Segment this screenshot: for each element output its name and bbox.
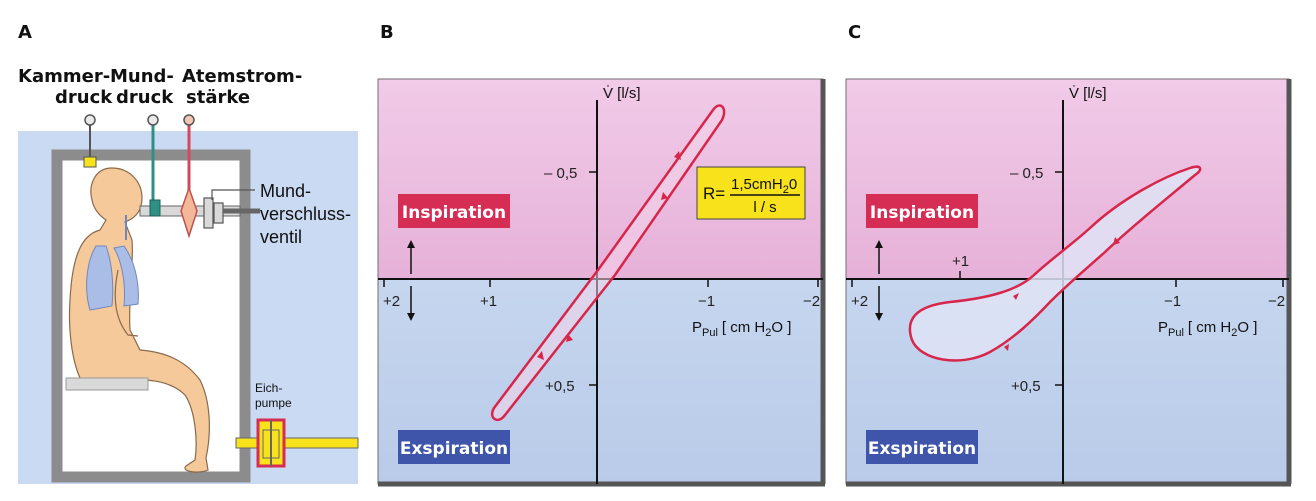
- panel-c-inspiration-arrowhead: [875, 240, 883, 248]
- panel-c-exspiration-label: Exspiration: [868, 439, 976, 459]
- kammerdruck-sensor-knob: [84, 114, 96, 126]
- pump-label-line2: pumpe: [255, 396, 292, 410]
- valve-label-line1: Mund-: [260, 181, 311, 201]
- munddruck-port: [149, 199, 161, 217]
- atemstrom-sensor-knob: [183, 114, 195, 126]
- panel-b-inspiration-arrowhead: [407, 240, 415, 248]
- panel-c-loop-arrow-3: [1004, 344, 1009, 351]
- panel-b-inspiration-label: Inspiration: [402, 203, 506, 223]
- valve-label-leader: [211, 189, 255, 200]
- panel-c-exspiration-badge: [866, 430, 978, 464]
- panel-b: B +2 +1 −1 −2 – 0,5 +0,5 V̇ [l/s] PPul[ …: [377, 22, 826, 487]
- panel-b-letter: B: [380, 22, 394, 43]
- panel-c-loop-arrow-1: [1113, 237, 1120, 245]
- panel-c-y-tick-label-pos: +0,5: [1011, 378, 1041, 395]
- panel-c-inspiration-badge: [866, 194, 978, 228]
- panel-c-letter: C: [848, 22, 861, 43]
- label-kammerdruck-line2: druck: [55, 87, 113, 108]
- panel-b-exspiration-badge: [398, 430, 510, 464]
- panel-b-exspiration-label: Exspiration: [400, 439, 508, 459]
- pump-label-line1: Eich-: [255, 381, 282, 395]
- panel-b-loop-arrow-2: [661, 192, 668, 200]
- panel-b-loop-arrow-3: [537, 351, 544, 360]
- panel-b-loop-arrow-4: [566, 334, 573, 342]
- munddruck-sensor-knob: [147, 114, 159, 126]
- panel-b-x-tick-label-m1: −1: [698, 293, 715, 310]
- panel-c-loop-arrow-2: [1013, 293, 1019, 300]
- panel-c-x-tick-label-p2: +2: [851, 293, 868, 310]
- svg-text:R=: R=: [703, 184, 725, 203]
- panel-b-inspiration-badge: [398, 194, 510, 228]
- label-munddruck-line1: Mund-: [110, 66, 174, 87]
- panel-b-x-tick-label-p1: +1: [480, 293, 497, 310]
- panel-b-exspiration-arrowhead: [407, 313, 415, 321]
- panel-c-y-axis-label: V̇ [l/s]: [1069, 85, 1107, 102]
- mouth-shutter-valve-body: [213, 202, 224, 224]
- panel-a: A Kammer- druck Mund- druck Atemstrom- s…: [18, 22, 359, 484]
- panel-c: C +2 +1 −1 −2 – 0,5 +0,5 V̇ [l/s] PPul[ …: [845, 22, 1292, 487]
- panel-a-letter: A: [18, 22, 32, 43]
- svg-text:1,5cmH20: 1,5cmH20: [731, 176, 797, 196]
- svg-text:PPul[ cm H2O ]: PPul[ cm H2O ]: [1158, 319, 1257, 339]
- panel-c-x-axis-label: PPul[ cm H2O ]: [1158, 319, 1257, 339]
- panel-b-y-tick-label-pos: +0,5: [545, 378, 575, 395]
- valve-label-line2: verschluss-: [260, 204, 351, 224]
- panel-b-resistance-formula: R= 1,5cmH20 l / s: [696, 166, 806, 220]
- valve-label-line3: ventil: [260, 227, 302, 247]
- svg-text:l / s: l / s: [753, 199, 776, 216]
- panel-c-pressure-flow-loop: [908, 165, 1202, 362]
- seated-person: [65, 167, 210, 473]
- label-atemstrom-line2: stärke: [186, 87, 250, 108]
- panel-c-exspiration-arrowhead: [875, 313, 883, 321]
- panel-c-x-tick-label-m2: −2: [1268, 293, 1285, 310]
- label-munddruck-line2: druck: [116, 87, 174, 108]
- pneumotachograph: [180, 185, 198, 239]
- panel-c-x-tick-label-m1: −1: [1164, 293, 1181, 310]
- panel-b-loop-arrow-1: [674, 151, 681, 160]
- panel-c-x-tick-label-p1: +1: [952, 253, 969, 270]
- label-atemstrom-line1: Atemstrom-: [182, 66, 302, 87]
- panel-b-x-tick-label-p2: +2: [383, 293, 400, 310]
- panel-b-pressure-flow-loop: [490, 104, 726, 422]
- kammerdruck-sensor-box: [83, 156, 97, 168]
- panel-b-x-tick-label-m2: −2: [803, 293, 820, 310]
- panel-b-y-tick-label-neg: – 0,5: [544, 165, 577, 182]
- calibration-pump: [235, 418, 359, 468]
- panel-b-y-axis-label: V̇ [l/s]: [603, 85, 641, 102]
- panel-b-x-axis-label: PPul[ cm H2O ]: [692, 319, 791, 339]
- label-kammerdruck-line1: Kammer-: [18, 66, 110, 87]
- svg-text:PPul[ cm H2O ]: PPul[ cm H2O ]: [692, 319, 791, 339]
- mouth-shutter-valve: [203, 197, 214, 229]
- panel-c-y-tick-label-neg: – 0,5: [1010, 165, 1043, 182]
- panel-c-inspiration-label: Inspiration: [870, 203, 974, 223]
